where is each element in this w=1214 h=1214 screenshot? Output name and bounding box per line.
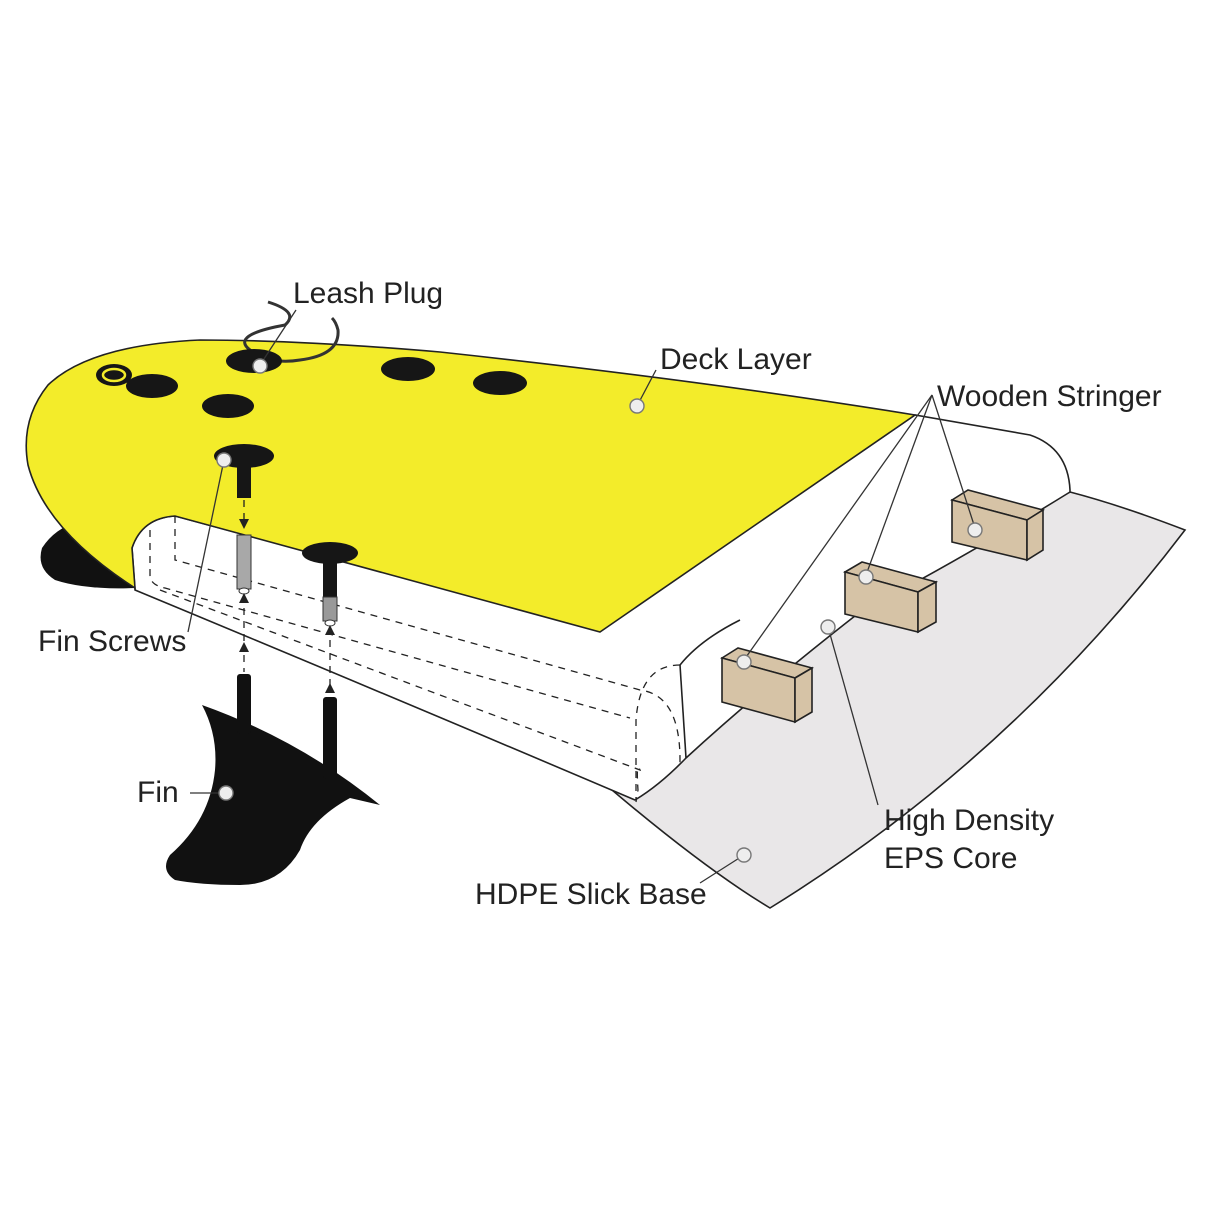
- core-dashed-bottom: [159, 589, 642, 803]
- fin: [166, 674, 380, 885]
- label-high-density: High Density: [884, 804, 1054, 837]
- core-dot: [820, 619, 836, 635]
- deck-plugs: [96, 349, 527, 418]
- stringer-dot-1: [736, 654, 752, 670]
- label-deck-layer: Deck Layer: [660, 343, 812, 376]
- eps-core-end: [679, 619, 741, 666]
- core-dashed-outline-2: [149, 530, 631, 719]
- core-dashed-outline: [174, 516, 681, 765]
- base-dot: [736, 847, 752, 863]
- fin-screws-dot: [216, 452, 232, 468]
- hdpe-slick-base: [558, 491, 1187, 909]
- label-hdpe-slick-base: HDPE Slick Base: [475, 878, 707, 911]
- fin-dot: [218, 785, 234, 801]
- label-wooden-stringer: Wooden Stringer: [937, 380, 1162, 413]
- stringer-dot-3: [967, 522, 983, 538]
- fin-screw-2: [302, 542, 358, 622]
- eps-core-corner: [679, 664, 687, 759]
- leash-plug-dot: [252, 358, 268, 374]
- stringer-block-2: [842, 561, 939, 634]
- label-leash-plug: Leash Plug: [293, 277, 443, 310]
- label-fin: Fin: [137, 776, 179, 809]
- callout-dots: [216, 358, 983, 863]
- assembly-guides: [239, 500, 335, 693]
- deck-layer-dot: [629, 398, 645, 414]
- label-fin-screws: Fin Screws: [38, 625, 186, 658]
- label-eps-core: EPS Core: [884, 842, 1017, 875]
- fin-box-socket: [236, 534, 252, 590]
- stringer-dot-2: [858, 569, 874, 585]
